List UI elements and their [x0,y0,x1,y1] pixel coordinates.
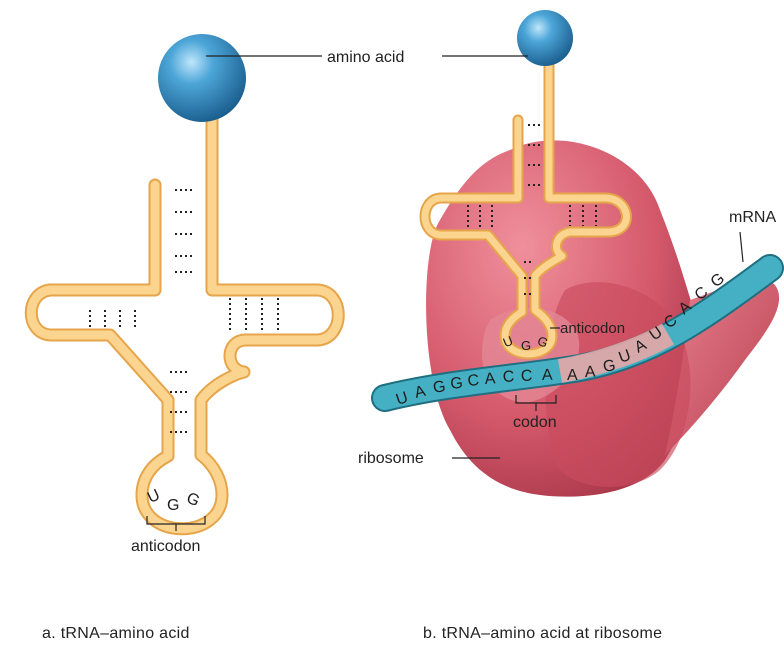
mrna-base: A [542,367,553,384]
mrna-base: A [585,364,597,381]
amino-acid-ball-b [517,10,573,66]
mrna-base: A [484,370,496,388]
mrna-base: C [502,368,514,386]
mrna-base: G [449,375,463,393]
anticodon-base-a-3: G [184,490,202,511]
caption-a: a. tRNA–amino acid [42,625,190,642]
amino-acid-label: amino acid [327,49,404,66]
amino-acid-ball-a [158,34,246,122]
ribosome-label: ribosome [358,450,424,467]
mrna-leader [740,232,743,262]
mrna-label: mRNA [729,209,776,226]
caption-b: b. tRNA–amino acid at ribosome [423,625,662,642]
codon-label: codon [513,414,557,431]
panel-a: amino acid U G G anticodon a. tRNA–amino… [31,34,404,642]
hydrogen-bonds-a [90,190,278,432]
anticodon-base-b-2: G [521,338,531,353]
anticodon-label-a: anticodon [131,538,200,555]
anticodon-label-b: anticodon [560,320,625,337]
mrna-base: A [567,367,578,384]
mrna-base: C [521,368,533,385]
trna-molecule [31,95,338,529]
mrna-base: C [467,372,480,390]
anticodon-base-a-2: G [167,497,179,514]
anticodon-bases-a: U G G [145,487,202,514]
